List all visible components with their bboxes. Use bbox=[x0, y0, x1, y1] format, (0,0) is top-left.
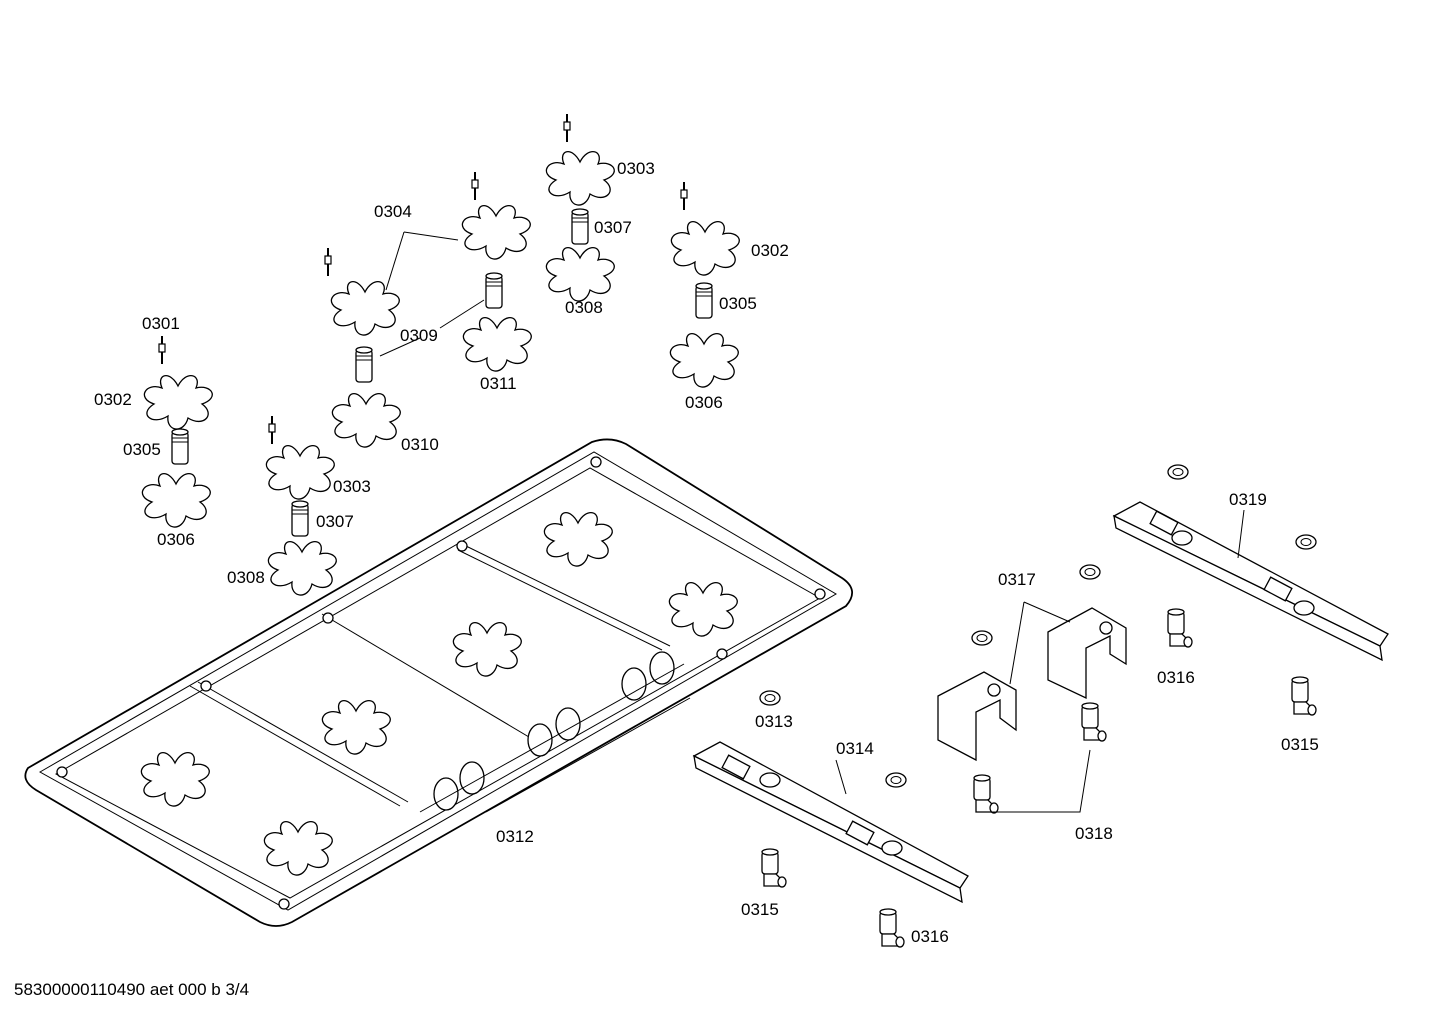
label-0311: 0311 bbox=[480, 374, 517, 393]
nut-0319-b bbox=[1295, 534, 1317, 550]
label-0305: 0305 bbox=[123, 440, 161, 459]
label-0301: 0301 bbox=[142, 314, 180, 333]
fitting-0316-b bbox=[1167, 608, 1193, 648]
label-0303: 0303 bbox=[333, 477, 371, 496]
label-0316: 0316 bbox=[911, 927, 949, 946]
nut-0317-a bbox=[971, 630, 993, 646]
label-0302: 0302 bbox=[751, 241, 789, 260]
fitting-0316-a bbox=[879, 908, 905, 948]
burner-group-center bbox=[324, 171, 532, 448]
fitting-0315-a bbox=[761, 848, 787, 888]
nut-0319-a bbox=[1167, 464, 1189, 480]
label-0317: 0317 bbox=[998, 570, 1036, 589]
label-0306: 0306 bbox=[157, 530, 195, 549]
label-0315: 0315 bbox=[1281, 735, 1319, 754]
holder-0317-b bbox=[1047, 607, 1127, 700]
label-0313: 0313 bbox=[755, 712, 793, 731]
label-0315: 0315 bbox=[741, 900, 779, 919]
burner-group-right bbox=[669, 181, 740, 388]
bracket-rail-0314 bbox=[692, 741, 969, 904]
label-0305: 0305 bbox=[719, 294, 757, 313]
label-0308: 0308 bbox=[565, 298, 603, 317]
part-labels: 0301 0302 0302 0303 0303 0304 0305 0305 … bbox=[94, 159, 1319, 946]
knob-openings bbox=[433, 651, 675, 811]
burner-group-center-left bbox=[265, 415, 337, 596]
fitting-0315-b bbox=[1291, 676, 1317, 716]
burner-group-top bbox=[545, 113, 615, 302]
label-0316: 0316 bbox=[1157, 668, 1195, 687]
label-0309: 0309 bbox=[400, 326, 438, 345]
burner-group-left bbox=[141, 335, 213, 528]
bracket-rail-0319 bbox=[1112, 501, 1389, 662]
fitting-0318-a bbox=[973, 774, 999, 814]
label-0304: 0304 bbox=[374, 202, 412, 221]
nut-0313 bbox=[759, 690, 781, 706]
label-0306: 0306 bbox=[685, 393, 723, 412]
label-0303: 0303 bbox=[617, 159, 655, 178]
holder-0317-a bbox=[937, 671, 1017, 762]
label-0318: 0318 bbox=[1075, 824, 1113, 843]
label-0307: 0307 bbox=[316, 512, 354, 531]
label-0302: 0302 bbox=[94, 390, 132, 409]
drawing-reference-footer: 58300000110490 aet 000 b 3/4 bbox=[14, 980, 250, 999]
cooktop-frame-0312 bbox=[24, 438, 853, 927]
label-0310: 0310 bbox=[401, 435, 439, 454]
label-0307: 0307 bbox=[594, 218, 632, 237]
label-0314: 0314 bbox=[836, 739, 874, 758]
label-0319: 0319 bbox=[1229, 490, 1267, 509]
label-0308: 0308 bbox=[227, 568, 265, 587]
nut-0317-b bbox=[1079, 564, 1101, 580]
fitting-0318-b bbox=[1081, 702, 1107, 742]
nut-0313-b bbox=[885, 772, 907, 788]
label-0312: 0312 bbox=[496, 827, 534, 846]
